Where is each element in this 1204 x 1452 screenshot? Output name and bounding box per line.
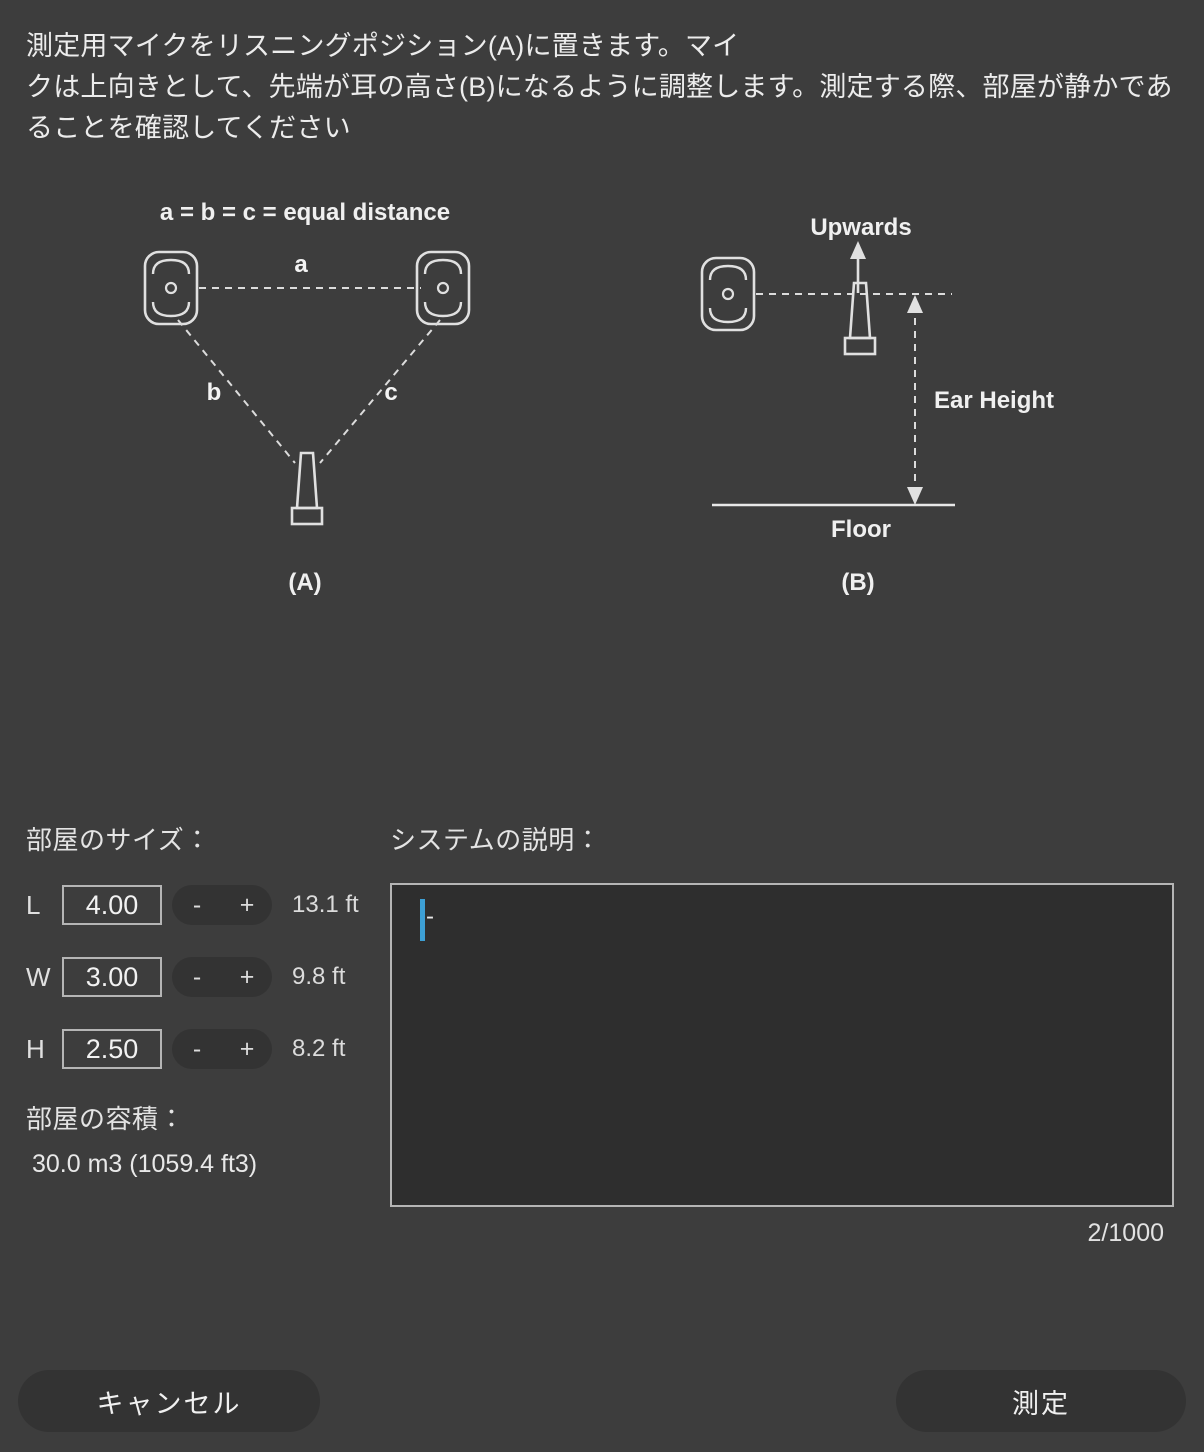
description-textarea[interactable]: - <box>390 883 1174 1207</box>
diagram-b-caption: (B) <box>841 569 874 596</box>
dimension-row-height: H - + 8.2 ft <box>26 1027 366 1071</box>
diagram-a-caption: (A) <box>288 569 321 596</box>
length-decrement-button[interactable]: - <box>192 891 202 919</box>
room-volume-heading: 部屋の容積： <box>26 1104 186 1134</box>
height-input[interactable] <box>62 1029 162 1069</box>
width-feet-value: 9.8 ft <box>292 963 346 990</box>
length-input[interactable] <box>62 885 162 925</box>
length-increment-button[interactable]: + <box>239 891 255 919</box>
height-decrement-button[interactable]: - <box>192 1035 202 1063</box>
height-increment-button[interactable]: + <box>239 1035 255 1063</box>
room-volume-value: 30.0 m3 (1059.4 ft3) <box>32 1150 258 1178</box>
room-size-heading: 部屋のサイズ： <box>26 825 211 855</box>
ear-height-label: Ear Height <box>934 387 1054 414</box>
width-input[interactable] <box>62 957 162 997</box>
length-feet-value: 13.1 ft <box>292 891 359 918</box>
diagram-a-label-a: a <box>294 251 308 278</box>
height-feet-value: 8.2 ft <box>292 1035 346 1062</box>
diagram-canvas: a = b = c = equal distance a b c (A) Upw… <box>143 199 1054 596</box>
width-label: W <box>26 961 51 992</box>
description-value: - <box>426 903 434 930</box>
measure-button[interactable]: 測定 <box>896 1370 1186 1432</box>
upwards-arrow-head <box>850 241 866 259</box>
diagram-a-title: a = b = c = equal distance <box>160 199 450 226</box>
dimension-row-length: L - + 13.1 ft <box>26 883 366 927</box>
character-counter: 2/1000 <box>1087 1219 1164 1247</box>
cancel-button[interactable]: キャンセル <box>18 1370 320 1432</box>
length-label: L <box>26 889 41 920</box>
footer-actions: キャンセル 測定 <box>0 1370 1204 1432</box>
instruction-line-2: クは上向きとして、先端が耳の高さ(B)になるように調整します。測定する際、部屋が… <box>26 72 1173 144</box>
room-size-panel: 部屋のサイズ： L - + 13.1 ft W - + 9.8 ft H - <box>26 820 366 1179</box>
distance-line-b <box>177 319 296 464</box>
setup-diagrams: a = b = c = equal distance a b c (A) Upw… <box>0 175 1204 615</box>
width-stepper[interactable]: - + <box>172 957 272 997</box>
length-stepper[interactable]: - + <box>172 885 272 925</box>
distance-line-c <box>319 319 441 464</box>
height-label: H <box>26 1033 45 1064</box>
ear-height-arrow-bottom <box>907 487 923 505</box>
ear-height-arrow-top <box>907 295 923 313</box>
text-caret <box>420 899 425 941</box>
floor-label: Floor <box>831 516 891 543</box>
diagram-a-label-c: c <box>384 379 397 406</box>
height-stepper[interactable]: - + <box>172 1029 272 1069</box>
width-increment-button[interactable]: + <box>239 963 255 991</box>
width-decrement-button[interactable]: - <box>192 963 202 991</box>
instruction-line-1: 測定用マイクをリスニングポジション(A)に置きます。マイ <box>26 31 740 61</box>
description-heading: システムの説明： <box>390 825 602 855</box>
diagram-a-label-b: b <box>207 379 222 406</box>
dimension-row-width: W - + 9.8 ft <box>26 955 366 999</box>
instruction-text: 測定用マイクをリスニングポジション(A)に置きます。マイ クは上向きとして、先端… <box>26 26 1178 149</box>
upwards-label: Upwards <box>810 214 911 241</box>
description-panel: システムの説明： - 2/1000 <box>390 820 1174 1248</box>
